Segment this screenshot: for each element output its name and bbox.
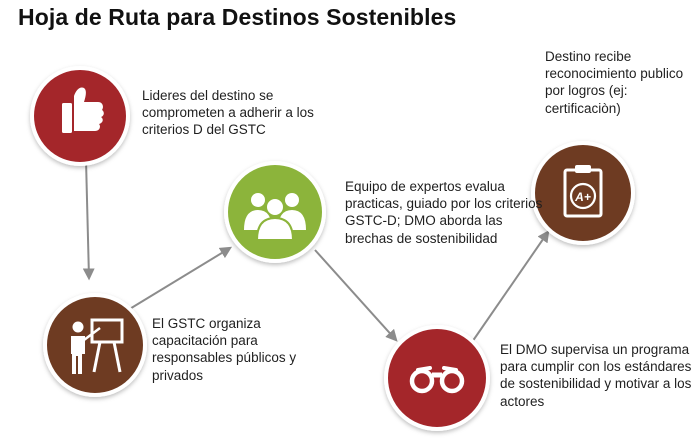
- thumbs-up-icon: [62, 87, 104, 133]
- group-icon: [244, 193, 306, 241]
- step-5-circle: [531, 141, 635, 245]
- step-4-node: [384, 325, 490, 431]
- arrow-step2-to-step3: [127, 246, 233, 311]
- certificate-clipboard-icon: A+: [563, 165, 603, 218]
- certificate-grade: A+: [574, 190, 591, 204]
- step-3-description: Equipo de expertos evalua practicas, gui…: [345, 179, 543, 246]
- step-1-node: [30, 66, 130, 166]
- presentation-icon: [71, 318, 124, 374]
- step-5-node: A+: [531, 141, 635, 245]
- step-3-node: [224, 161, 326, 263]
- step-1-description: Lideres del destino se comprometen a adh…: [142, 88, 314, 138]
- step-2-description: El GSTC organiza capacitación para respo…: [152, 316, 297, 383]
- page-title: Hoja de Ruta para Destinos Sostenibles: [18, 4, 457, 30]
- arrow-step4-to-step5: [469, 230, 550, 346]
- step-2-circle: [43, 293, 147, 397]
- binoculars-icon: [409, 366, 465, 394]
- arrow-step1-to-step2: [82, 159, 95, 281]
- step-5-description: Destino recibe reconocimiento publico po…: [545, 49, 684, 116]
- step-4-description: El DMO supervisa un programa para cumpli…: [500, 342, 692, 409]
- step-2-node: [43, 293, 147, 397]
- arrow-step3-to-step4: [314, 249, 398, 342]
- step-4-circle: [384, 325, 490, 431]
